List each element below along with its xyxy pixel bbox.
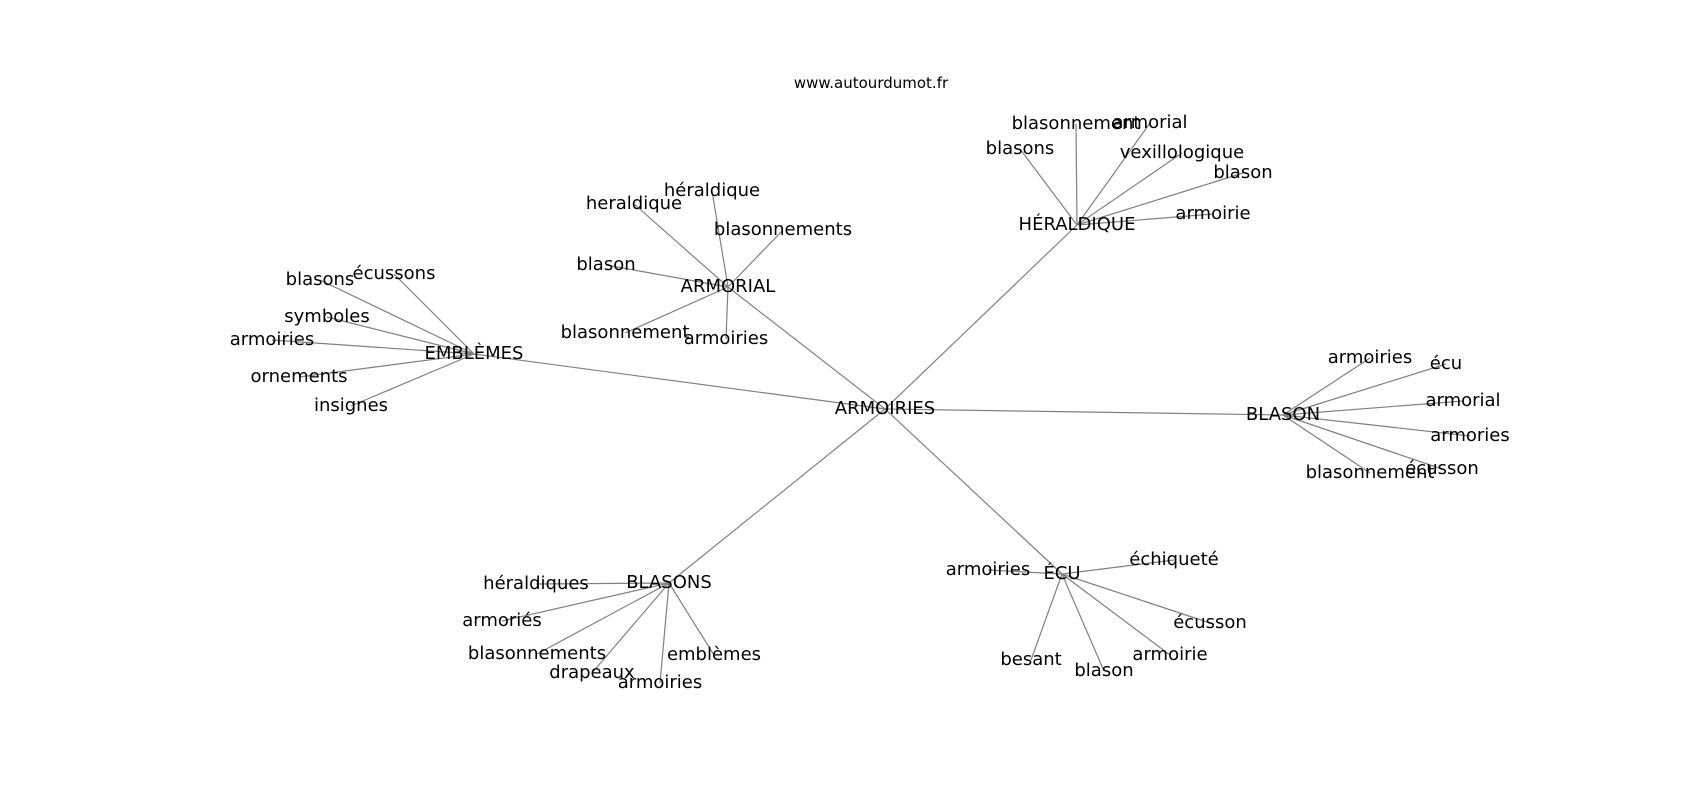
edge-cluster-to-leaf (605, 264, 729, 288)
edge-center-to-cluster (727, 286, 886, 410)
labels: www.autourdumot.fr ARMOIRIES HÉRALDIQUE bl… (230, 74, 1510, 693)
leaf-node-label: blasonnements (714, 219, 852, 240)
leaf-node-label: armoiries (618, 672, 703, 693)
edge-cluster-to-leaf (1282, 357, 1371, 416)
leaf-node-label: heraldique (586, 193, 682, 214)
edge-cluster-to-leaf (1019, 148, 1078, 226)
edge-cluster-to-leaf (987, 569, 1063, 575)
edge-cluster-to-leaf (1061, 573, 1105, 672)
edge-cluster-to-leaf (1282, 414, 1371, 474)
leaf-node-label: blason (576, 254, 635, 275)
edge-cluster-to-leaf (1061, 573, 1211, 624)
cluster-node-label: BLASONS (626, 572, 712, 593)
edge-center-to-cluster (884, 408, 1284, 416)
leaf-node-label: armoirie (1175, 203, 1250, 224)
leaf-node-label: écu (1430, 353, 1462, 374)
center-node-label: ARMOIRIES (835, 398, 935, 419)
leaf-node-label: vexillologique (1120, 142, 1244, 163)
leaf-node-label: blasonnement (1306, 462, 1435, 483)
edge-cluster-to-leaf (271, 339, 475, 355)
leaf-node-label: armoriés (462, 610, 542, 631)
edge-cluster-to-leaf (326, 316, 475, 355)
leaf-node-label: blason (1074, 660, 1133, 681)
leaf-node-label: blasonnements (468, 643, 606, 664)
edge-cluster-to-leaf (1282, 400, 1464, 416)
edge-cluster-to-leaf (668, 582, 715, 656)
edge-cluster-to-leaf (1282, 363, 1447, 416)
edge-cluster-to-leaf (633, 203, 729, 288)
leaf-node-label: armoiries (1328, 347, 1413, 368)
edge-cluster-to-leaf (727, 229, 784, 288)
edge-cluster-to-leaf (1076, 172, 1244, 226)
leaf-node-label: blasonnement (1012, 113, 1141, 134)
edge-cluster-to-leaf (1075, 123, 1078, 226)
leaf-node-label: blasons (986, 138, 1055, 159)
leaf-node-label: besant (1000, 649, 1061, 670)
edge-cluster-to-leaf (1282, 414, 1471, 437)
edge-center-to-cluster (473, 353, 886, 410)
edge-cluster-to-leaf (1282, 414, 1443, 470)
leaf-node-label: armories (1430, 425, 1510, 446)
leaf-node-label: écusson (1173, 612, 1247, 633)
leaf-node-label: emblèmes (667, 644, 761, 665)
edge-cluster-to-leaf (1061, 559, 1175, 575)
cluster-node-label: HÉRALDIQUE (1019, 213, 1136, 235)
edge-cluster-to-leaf (535, 582, 670, 585)
edge-center-to-cluster (884, 408, 1063, 575)
leaf-node-label: symboles (284, 306, 369, 327)
leaf-node-label: blasonnement (561, 322, 690, 343)
edge-cluster-to-leaf (1076, 152, 1183, 226)
leaf-node-label: blasons (286, 269, 355, 290)
leaf-node-label: écusson (1405, 458, 1479, 479)
leaf-node-label: drapeaux (549, 662, 635, 683)
edge-center-to-cluster (884, 224, 1078, 410)
edge-cluster-to-leaf (1030, 573, 1063, 661)
leaf-node-label: armoiries (946, 559, 1031, 580)
edges (271, 122, 1471, 684)
edge-cluster-to-leaf (1061, 573, 1171, 656)
edge-cluster-to-leaf (624, 286, 729, 334)
leaf-node-label: armorial (1112, 112, 1187, 133)
leaf-node-label: insignes (314, 395, 388, 416)
leaf-node-label: blason (1213, 162, 1272, 183)
cluster-node-label: EMBLÈMES (425, 342, 524, 364)
edge-cluster-to-leaf (591, 582, 670, 674)
edge-cluster-to-leaf (501, 582, 670, 622)
leaf-node-label: héraldique (664, 180, 760, 201)
leaf-node-label: armoirie (1132, 644, 1207, 665)
edge-cluster-to-leaf (1076, 122, 1151, 226)
leaf-node-label: échiqueté (1129, 549, 1218, 570)
edge-cluster-to-leaf (1076, 213, 1214, 226)
edge-cluster-to-leaf (711, 190, 729, 288)
leaf-node-label: armoiries (684, 328, 769, 349)
cluster-node-label: ARMORIAL (681, 276, 776, 297)
leaf-node-label: écussons (353, 263, 436, 284)
edge-cluster-to-leaf (536, 582, 670, 655)
source-label: www.autourdumot.fr (794, 74, 949, 92)
edge-cluster-to-leaf (393, 273, 475, 355)
edge-cluster-to-leaf (319, 279, 475, 355)
leaf-node-label: armorial (1425, 390, 1500, 411)
edge-center-to-cluster (668, 408, 886, 584)
cluster-node-label: ÉCU (1043, 562, 1080, 584)
edge-cluster-to-leaf (350, 353, 475, 407)
cluster-node-label: BLASON (1246, 404, 1320, 425)
edge-cluster-to-leaf (725, 286, 729, 340)
leaf-node-label: héraldiques (483, 573, 589, 594)
leaf-node-label: ornements (250, 366, 347, 387)
edge-cluster-to-leaf (659, 582, 670, 684)
leaf-node-label: armoiries (230, 329, 315, 350)
edge-cluster-to-leaf (298, 353, 475, 378)
